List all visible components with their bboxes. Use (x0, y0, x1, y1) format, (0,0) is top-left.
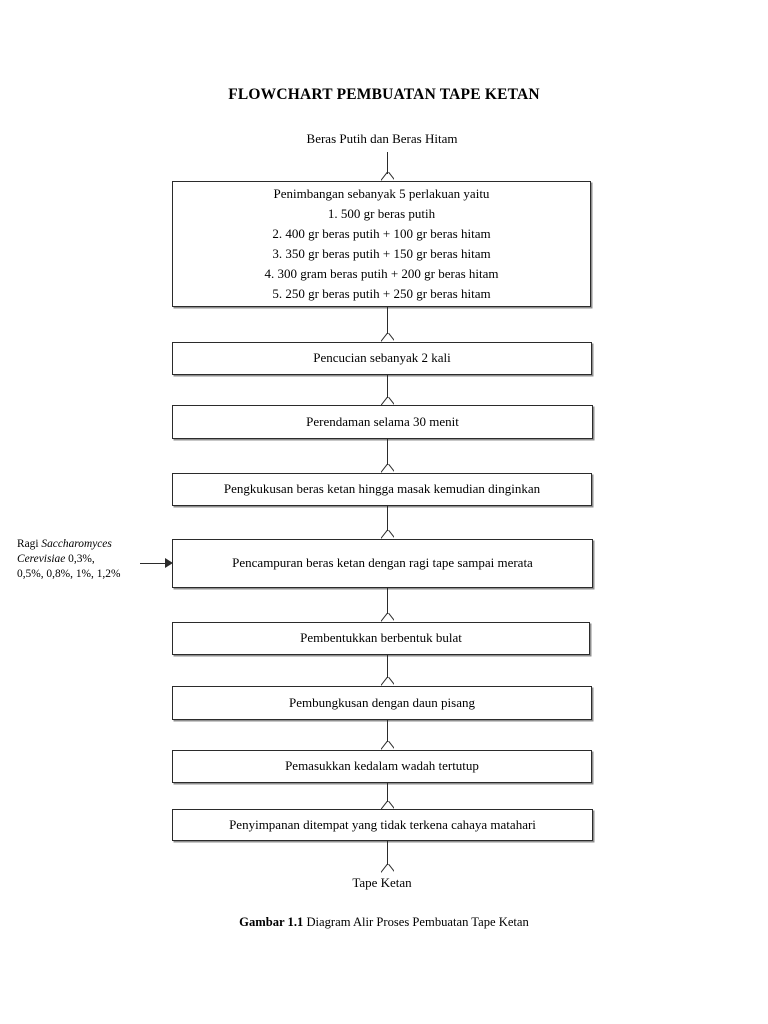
flow-step-text: Pengkukusan beras ketan hingga masak kem… (223, 481, 541, 497)
arrow-head (381, 172, 394, 181)
flow-step-perendaman[interactable]: Perendaman selama 30 menit (172, 405, 593, 439)
step-line: 4. 300 gram beras putih + 200 gr beras h… (264, 266, 499, 282)
arrow-down-icon (381, 375, 394, 406)
figure-caption-text: Diagram Alir Proses Pembuatan Tape Ketan (303, 915, 529, 929)
side-note-species-1: Saccharomyces (41, 538, 112, 550)
side-note-line-1: Ragi Saccharomyces (17, 537, 137, 552)
arrow-shaft (387, 783, 389, 802)
step-line: 5. 250 gr beras putih + 250 gr beras hit… (272, 286, 491, 302)
page-title: FLOWCHART PEMBUATAN TAPE KETAN (228, 86, 540, 103)
arrow-down-icon (381, 307, 394, 343)
flow-step-text: Pencucian sebanyak 2 kali (313, 350, 451, 366)
arrow-down-icon (381, 841, 394, 874)
flow-step-text: Pemasukkan kedalam wadah tertutup (285, 758, 479, 774)
step-line: 2. 400 gr beras putih + 100 gr beras hit… (272, 225, 491, 241)
arrow-shaft (140, 562, 166, 564)
arrow-shaft (387, 720, 389, 742)
flow-step-pengkukusan[interactable]: Pengkukusan beras ketan hingga masak kem… (172, 473, 592, 506)
side-note-species-2: Cerevisiae (17, 553, 66, 566)
flow-step-text: Pencampuran beras ketan dengan ragi tape… (232, 555, 533, 571)
side-note-concentration-1: 0,3%, (65, 553, 95, 566)
flow-step-pemasukkan[interactable]: Pemasukkan kedalam wadah tertutup (172, 750, 592, 783)
arrow-head (381, 530, 394, 539)
figure-caption-label: Gambar 1.1 (239, 915, 304, 929)
step-line: 1. 500 gr beras putih (327, 205, 436, 221)
arrow-head (165, 558, 173, 569)
flow-step-penyimpanan[interactable]: Penyimpanan ditempat yang tidak terkena … (172, 809, 593, 841)
arrow-shaft (387, 506, 389, 531)
side-note-line-3: 0,5%, 0,8%, 1%, 1,2% (17, 568, 121, 581)
side-note-line-2: Cerevisiae 0,3%, (17, 552, 137, 567)
arrow-head (381, 333, 394, 342)
figure-caption: Gambar 1.1 Diagram Alir Proses Pembuatan… (0, 915, 768, 930)
arrow-down-icon (381, 655, 394, 687)
arrow-head (381, 864, 394, 873)
arrow-shaft (387, 439, 389, 465)
arrow-head (381, 677, 394, 686)
flow-step-text: Penimbangan sebanyak 5 perlakuan yaitu 1… (173, 184, 590, 305)
flow-step-penimbangan[interactable]: Penimbangan sebanyak 5 perlakuan yaitu 1… (172, 181, 591, 307)
arrow-head (381, 741, 394, 750)
arrow-shaft (387, 307, 389, 334)
arrow-head (381, 464, 394, 473)
arrow-down-icon (381, 720, 394, 751)
flow-step-text: Penyimpanan ditempat yang tidak terkena … (229, 816, 536, 832)
flow-step-text: Pembentukkan berbentuk bulat (300, 630, 462, 646)
flow-step-pencucian[interactable]: Pencucian sebanyak 2 kali (172, 342, 592, 375)
flow-end-label: Tape Ketan (352, 875, 412, 890)
arrow-right-icon (140, 558, 173, 569)
arrow-down-icon (381, 506, 394, 540)
arrow-head (381, 613, 394, 622)
flow-start-label: Beras Putih dan Beras Hitam (306, 131, 458, 146)
arrow-down-icon (381, 152, 394, 182)
arrow-down-icon (381, 439, 394, 474)
side-note-prefix: Ragi (17, 538, 42, 550)
flow-step-pembentukkan[interactable]: Pembentukkan berbentuk bulat (172, 622, 590, 655)
side-note-ragi: Ragi Saccharomyces Cerevisiae 0,3%, 0,5%… (17, 537, 137, 582)
arrow-down-icon (381, 783, 394, 810)
arrow-down-icon (381, 588, 394, 623)
step-line: 3. 350 gr beras putih + 150 gr beras hit… (272, 246, 491, 261)
flow-step-pembungkusan[interactable]: Pembungkusan dengan daun pisang (172, 686, 592, 720)
flow-step-text: Perendaman selama 30 menit (306, 413, 459, 429)
flow-step-text: Pembungkusan dengan daun pisang (289, 694, 475, 710)
arrow-shaft (387, 152, 389, 174)
flow-step-pencampuran[interactable]: Pencampuran beras ketan dengan ragi tape… (172, 539, 593, 588)
arrow-shaft (387, 375, 389, 398)
arrow-shaft (387, 841, 389, 865)
arrow-shaft (387, 588, 389, 614)
arrow-shaft (387, 655, 389, 678)
step-line: Penimbangan sebanyak 5 perlakuan yaitu (273, 185, 490, 201)
